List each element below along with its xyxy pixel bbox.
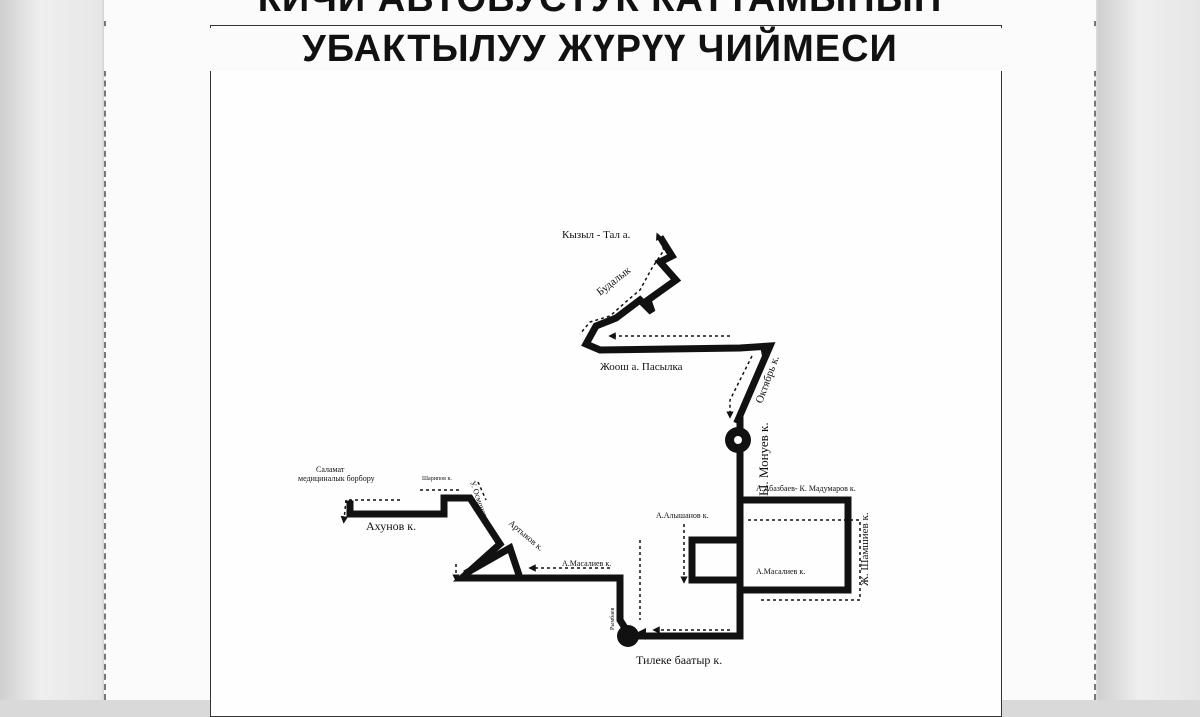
- route-return-dotted: [340, 232, 861, 634]
- label-zhoosh: Жоош а. Пасылка: [600, 361, 683, 373]
- map-frame: [210, 25, 1002, 717]
- label-alyshanov: А.Алышанов к.: [656, 511, 709, 520]
- label-masaliev-left: А.Масалиев к.: [562, 559, 611, 568]
- label-budalyk: Будалык: [594, 264, 633, 298]
- roundabout-monuev: [725, 427, 751, 453]
- label-masaliev-right: А.Масалиев к.: [756, 567, 805, 576]
- label-kyzyl-tal: Кызыл - Тал а.: [562, 229, 631, 241]
- right-border-strip: [1098, 0, 1200, 700]
- label-abazbaev: А.Абазбаев- К. Мадумаров к.: [756, 484, 856, 493]
- route-line: [346, 235, 852, 640]
- roundabout-tileke: [617, 625, 639, 647]
- direction-arrows: [638, 346, 770, 640]
- title-line-1: КИЧИ АВТОБУСТУК КАТТАМЫНЫН: [104, 0, 1096, 21]
- label-salamat-line2: медициналык борбору: [298, 474, 375, 483]
- arrow-marker: [638, 628, 646, 640]
- arrow-marker: [760, 346, 770, 356]
- label-monuev: Ы. Монуев к.: [756, 422, 771, 496]
- label-akhunov: Ахунов к.: [366, 519, 416, 533]
- label-shamshiev: Ж. Шамшиев к.: [859, 512, 871, 586]
- label-rymbaev: Рымбаев: [609, 607, 616, 630]
- label-sharipov: Шарипов к.: [422, 476, 452, 482]
- title-line-2: УБАКТЫЛУУ ЖҮРҮҮ ЧИЙМЕСИ: [104, 28, 1096, 71]
- label-tileke: Тилеке баатыр к.: [636, 653, 722, 667]
- label-salamat-line1: Саламат: [316, 465, 345, 474]
- left-border-strip: [0, 0, 102, 700]
- route-map: Кызыл - Тал а. Будалык Жоош а. Пасылка О…: [298, 229, 871, 667]
